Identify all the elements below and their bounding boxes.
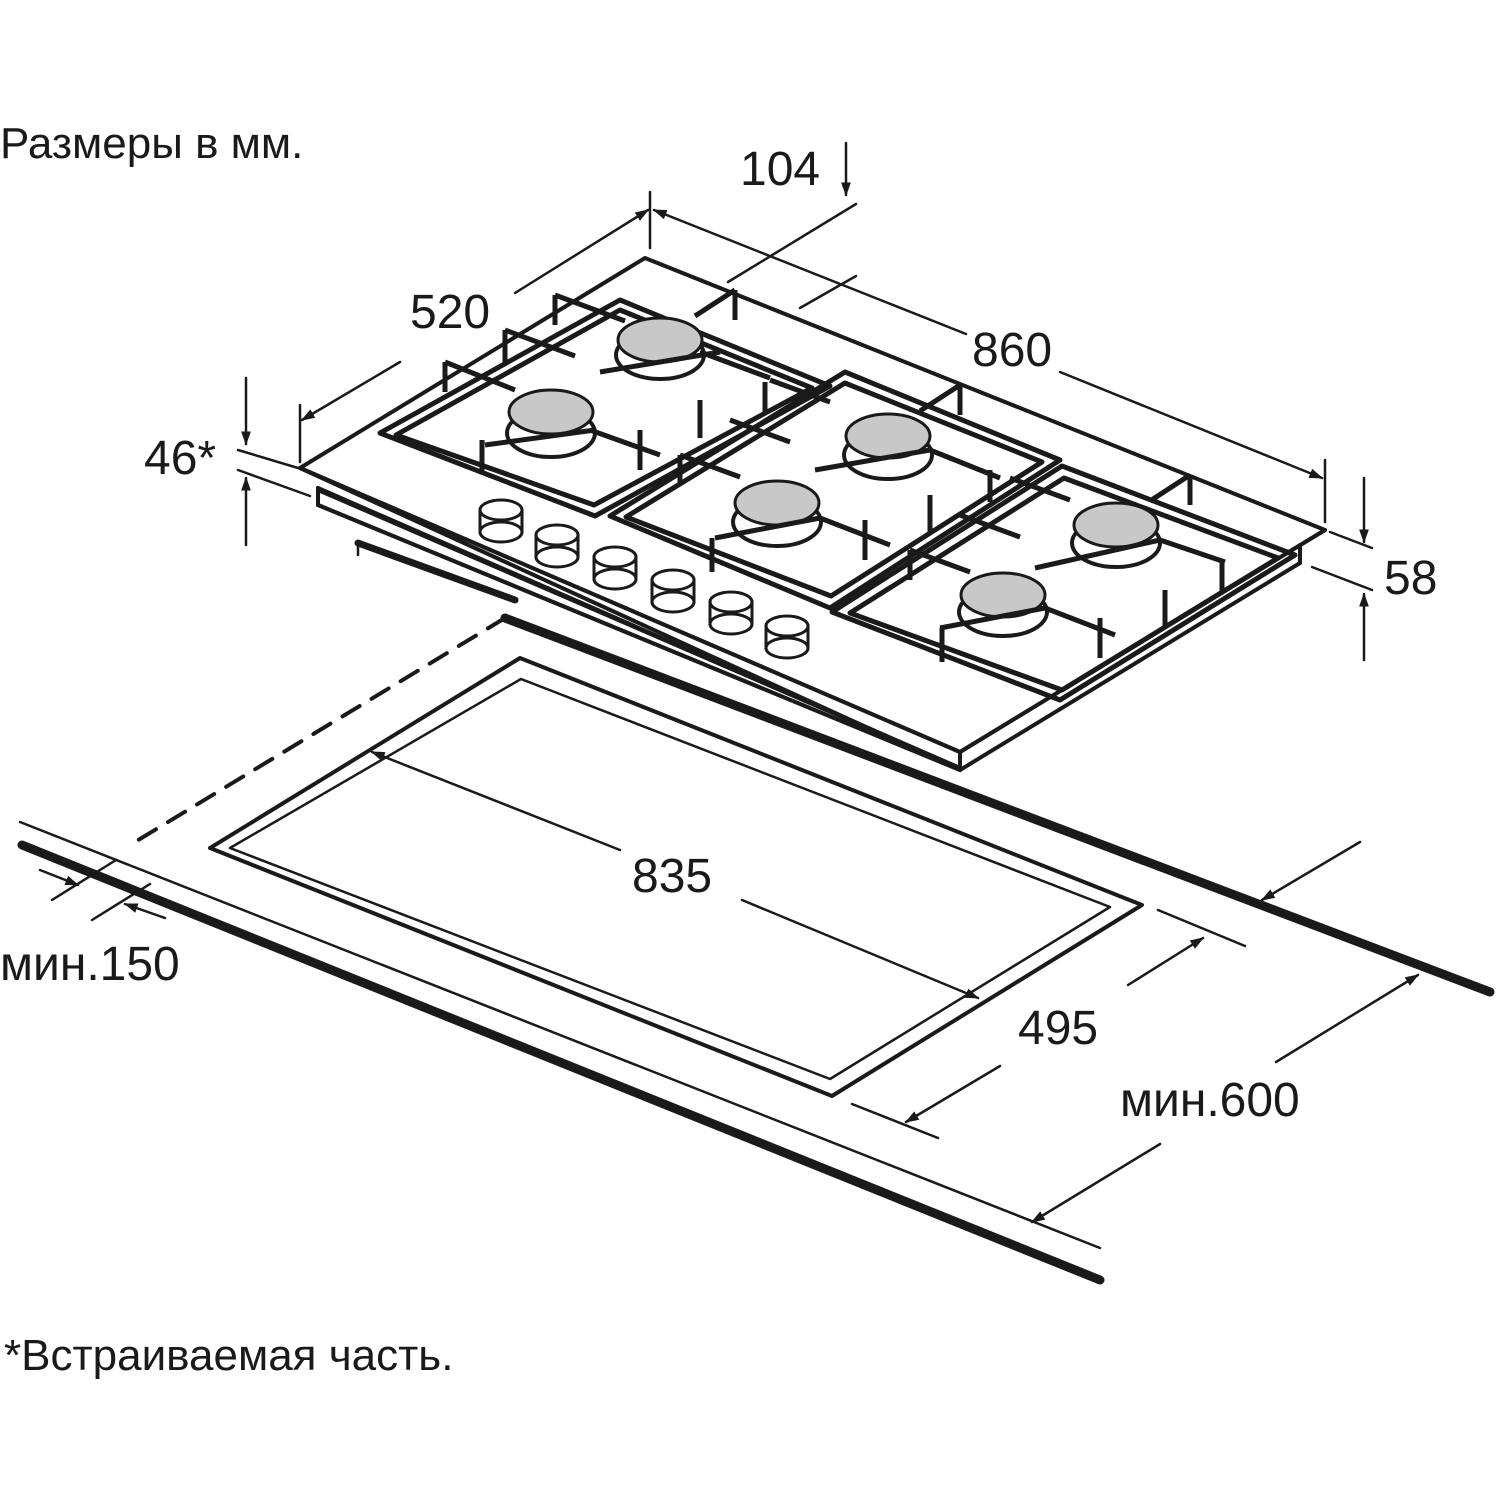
footnote-caption: *Встраиваемая часть. bbox=[4, 1331, 453, 1380]
dim-label-104: 104 bbox=[740, 143, 820, 196]
dim-label-46: 46* bbox=[144, 432, 216, 485]
knob-6 bbox=[764, 614, 810, 660]
grates bbox=[377, 287, 1298, 703]
dim-label-495: 495 bbox=[1018, 1002, 1098, 1055]
dim-label-520: 520 bbox=[410, 286, 490, 339]
dim-label-58: 58 bbox=[1384, 552, 1437, 605]
dim-label-min600: мин.600 bbox=[1120, 1074, 1300, 1127]
countertop bbox=[17, 613, 1495, 1285]
cutout-opening bbox=[208, 656, 1144, 1098]
dim-label-860: 860 bbox=[972, 324, 1052, 377]
knob-3 bbox=[592, 545, 638, 591]
burner-wok-right bbox=[1072, 501, 1160, 549]
knob-4 bbox=[650, 568, 696, 614]
knob-1 bbox=[478, 498, 524, 544]
dim-label-min150: мин.150 bbox=[0, 938, 180, 991]
knob-2 bbox=[534, 523, 580, 569]
burner-front-left bbox=[507, 388, 595, 436]
burners bbox=[484, 316, 1226, 638]
units-caption: Размеры в мм. bbox=[0, 119, 303, 168]
control-knobs bbox=[478, 498, 810, 660]
dimension-lines bbox=[38, 141, 1420, 1224]
knob-5 bbox=[708, 590, 754, 636]
dim-label-835: 835 bbox=[632, 850, 712, 903]
